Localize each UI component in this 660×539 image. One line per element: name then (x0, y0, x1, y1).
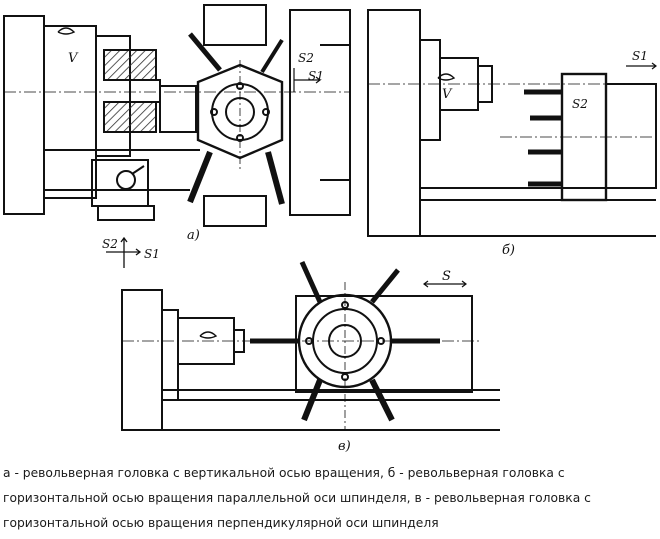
lathe-turret-diagram: V S2 S1 а) S2 S1 V S1 S2 б) (3, 4, 657, 454)
panel-a-tool-holder (159, 85, 197, 133)
panel-a-jaw-upper (103, 49, 157, 81)
panel-c-label: в) (338, 439, 351, 454)
panel-a-headstock (3, 15, 45, 215)
panel-c-tool-lower-left (301, 378, 323, 422)
panel-a-tool-drill (188, 32, 222, 72)
legend-s2: S2 (102, 237, 118, 251)
panel-a-tool-tap (187, 150, 213, 204)
panel-a-turret-slide-bottom (203, 195, 267, 227)
panel-c-tool-lower-right (369, 378, 395, 422)
panel-a-feed-s1: S1 (308, 69, 324, 83)
panel-b (367, 9, 657, 237)
panel-a-tool-reamer (265, 151, 285, 205)
panel-b-label: б) (502, 243, 515, 258)
panel-a-cross-slide (91, 159, 149, 207)
panel-c-headstock-face (161, 309, 179, 401)
panel-c-tool-upper-left (299, 260, 323, 304)
panel-b-feed-s2: S2 (572, 97, 588, 111)
panel-a-tailstock (289, 9, 351, 216)
panel-c-turret-carriage (295, 295, 473, 393)
panel-c-tool-upper-right (370, 268, 400, 304)
panel-b-feed-s1: S1 (632, 49, 648, 63)
panel-a-jaw-lower (103, 101, 157, 133)
panel-a-label: а) (187, 228, 200, 243)
panel-a-turret-slide-top (203, 4, 267, 46)
panel-b-spindle-label: V (442, 87, 453, 102)
panel-c-feed-s: S (442, 269, 451, 284)
panel-a (3, 4, 351, 227)
panel-a-workpiece (129, 79, 161, 103)
panel-b-headstock-face (419, 39, 441, 141)
panel-a-carriage (97, 205, 155, 221)
panel-a-tool-bar (260, 38, 284, 74)
legend-s1: S1 (144, 247, 160, 261)
panel-c-headstock (121, 289, 163, 431)
panel-a-spindle-label: V (68, 51, 79, 66)
figure-caption: а - револьверная головка с вертикальной … (3, 466, 591, 530)
feed-axes-legend (106, 236, 142, 268)
panel-b-headstock (367, 9, 421, 237)
panel-b-turret-slide (605, 83, 657, 189)
panel-c (121, 260, 500, 431)
panel-a-feed-s2: S2 (298, 51, 314, 65)
panel-a-cross-slide-handwheel (116, 170, 136, 190)
